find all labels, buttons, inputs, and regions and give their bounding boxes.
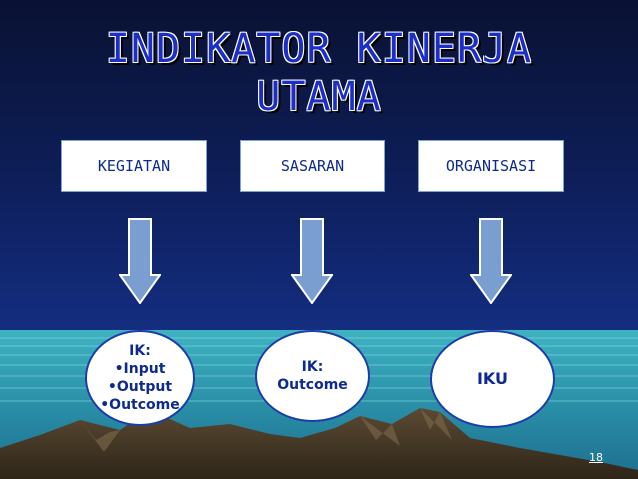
down-arrow-2	[291, 218, 333, 304]
result-circle-organisasi: IKU	[430, 330, 555, 428]
down-arrow-3	[470, 218, 512, 304]
down-arrow-1	[119, 218, 161, 304]
result-line-input: •Input	[114, 361, 166, 377]
result-line-outcome: •Outcome	[100, 397, 180, 413]
mountain-range	[0, 408, 638, 479]
result-circle-kegiatan: IK: •Input •Output •Outcome	[85, 330, 195, 426]
result-circle-sasaran: IK: Outcome	[255, 330, 370, 422]
page-number: 18	[589, 451, 603, 464]
result-line-ik: IK:	[301, 359, 324, 375]
title-line-1: INDIKATOR KINERJA	[105, 26, 533, 72]
header-box-kegiatan: KEGIATAN	[61, 140, 207, 192]
header-box-organisasi: ORGANISASI	[418, 140, 564, 192]
result-line-outcome: Outcome	[277, 377, 348, 393]
result-line-ik: IK:	[129, 343, 151, 359]
header-box-sasaran: SASARAN	[240, 140, 385, 192]
result-line-output: •Output	[107, 379, 173, 395]
title-line-2: UTAMA	[256, 74, 382, 120]
mountain-highlights	[80, 408, 452, 452]
result-line-iku: IKU	[476, 369, 509, 388]
